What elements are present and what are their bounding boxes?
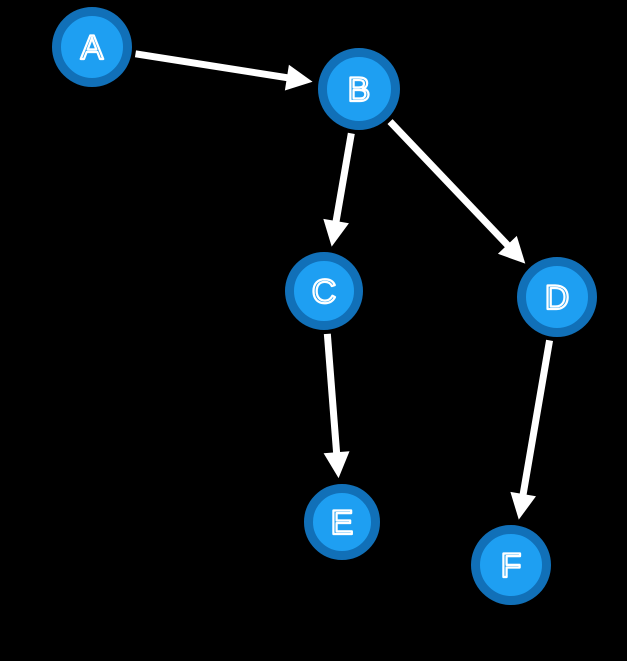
- graph-node-f[interactable]: F: [471, 525, 551, 605]
- edge-line: [518, 339, 554, 500]
- node-circle: [285, 252, 363, 330]
- node-circle: [471, 525, 551, 605]
- edge-line: [323, 333, 341, 458]
- edge-line: [331, 132, 355, 227]
- node-circle: [318, 48, 400, 130]
- edge-d-to-f[interactable]: [510, 339, 554, 520]
- edge-a-to-b[interactable]: [134, 50, 313, 91]
- node-circle: [517, 257, 597, 337]
- edge-arrowhead-icon: [497, 235, 526, 264]
- edge-b-to-d[interactable]: [387, 119, 526, 264]
- edge-line: [134, 50, 293, 82]
- graph-node-c[interactable]: C: [285, 252, 363, 330]
- node-circle: [304, 484, 380, 560]
- edge-arrowhead-icon: [510, 491, 536, 520]
- edge-b-to-c[interactable]: [323, 132, 355, 247]
- graph-node-a[interactable]: A: [52, 7, 132, 87]
- nodes-layer: A B C D E F: [52, 7, 597, 605]
- edge-arrowhead-icon: [284, 64, 313, 91]
- edge-line: [387, 119, 514, 251]
- graph-node-e[interactable]: E: [304, 484, 380, 560]
- edge-arrowhead-icon: [323, 451, 350, 479]
- edge-c-to-e[interactable]: [323, 333, 350, 479]
- edges-layer: [134, 50, 554, 520]
- node-circle: [52, 7, 132, 87]
- edge-arrowhead-icon: [323, 218, 349, 247]
- graph-node-d[interactable]: D: [517, 257, 597, 337]
- graph-node-b[interactable]: B: [318, 48, 400, 130]
